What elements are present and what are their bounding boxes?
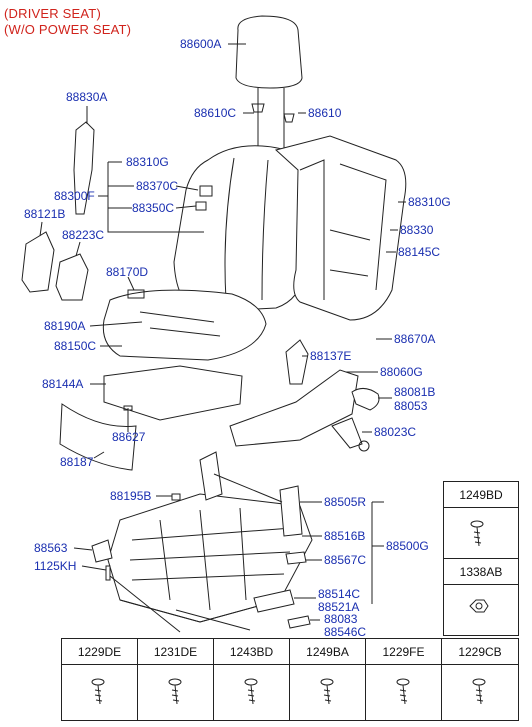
- part-label-88310G-left[interactable]: 88310G: [126, 155, 169, 169]
- part-label-88563[interactable]: 88563: [34, 541, 68, 555]
- part-label-88516B[interactable]: 88516B: [324, 529, 366, 543]
- cover-88187: [59, 403, 137, 471]
- part-label-88627[interactable]: 88627: [112, 430, 146, 444]
- fastener-code[interactable]: 1229DE: [77, 645, 122, 659]
- hinge-88137E: [285, 339, 309, 385]
- part-label-88145C[interactable]: 88145C: [398, 245, 441, 259]
- part-label-88514C[interactable]: 88514C: [318, 587, 361, 601]
- cell-divider: [62, 664, 137, 665]
- seatback-cushion: [173, 145, 311, 313]
- part-label-88505R[interactable]: 88505R: [324, 495, 367, 509]
- cell-divider: [444, 507, 518, 508]
- fastener-code[interactable]: 1338AB: [459, 565, 503, 579]
- part-label-88170D[interactable]: 88170D: [106, 265, 149, 279]
- screw-icon-1231DE: [168, 678, 182, 705]
- fastener-code[interactable]: 1249BD: [459, 488, 503, 502]
- part-label-88521A[interactable]: 88521A: [318, 600, 360, 614]
- diagram-title-line1: (DRIVER SEAT): [4, 6, 101, 21]
- part-label-88187[interactable]: 88187: [60, 455, 94, 469]
- part-label-88310G-right[interactable]: 88310G: [408, 195, 451, 209]
- cover-88083: [287, 615, 311, 629]
- part-label-88023C[interactable]: 88023C: [374, 425, 417, 439]
- fastener-code[interactable]: 1231DE: [153, 645, 198, 659]
- cell-divider: [366, 664, 441, 665]
- part-label-88670A[interactable]: 88670A: [394, 332, 436, 346]
- fastener-code[interactable]: 1243BD: [229, 645, 274, 659]
- switch-88170D: [127, 289, 145, 299]
- screw-icon-1229CB: [472, 678, 486, 705]
- part-label-88830A[interactable]: 88830A: [66, 90, 108, 104]
- part-label-88137E[interactable]: 88137E: [310, 349, 352, 363]
- part-label-88600A[interactable]: 88600A: [180, 37, 222, 51]
- lever-88023C: [331, 417, 363, 449]
- part-label-88370C[interactable]: 88370C: [136, 179, 179, 193]
- part-label-88610[interactable]: 88610: [308, 106, 342, 120]
- fastener-code[interactable]: 1249BA: [306, 645, 349, 659]
- fastener-cell-1229DE: 1229DE: [61, 638, 138, 721]
- fastener-cell-1338AB: 1338AB: [443, 558, 519, 636]
- cover-88223C: [55, 253, 89, 301]
- headrest-shape: [235, 15, 303, 89]
- part-label-88121B[interactable]: 88121B: [24, 207, 66, 221]
- part-label-88300F[interactable]: 88300F: [54, 189, 95, 203]
- guide-88610: [283, 113, 295, 123]
- fastener-cell-1229CB: 1229CB: [441, 638, 519, 721]
- part-label-1125KH[interactable]: 1125KH: [34, 559, 77, 573]
- part-label-88567C[interactable]: 88567C: [324, 553, 367, 567]
- cell-divider: [214, 664, 289, 665]
- diagram-title-line2: (W/O POWER SEAT): [4, 22, 132, 37]
- screw-icon-1243BD: [244, 678, 258, 705]
- guide-88610C: [251, 103, 265, 113]
- screw-icon-1229FE: [396, 678, 410, 705]
- lever-88370C: [199, 185, 213, 197]
- cover-88121B: [21, 231, 55, 293]
- cell-divider: [138, 664, 213, 665]
- screw-icon-1249BA: [320, 678, 334, 705]
- part-label-88500G[interactable]: 88500G: [386, 539, 429, 553]
- part-label-88081B[interactable]: 88081B: [394, 385, 436, 399]
- part-label-88610C[interactable]: 88610C: [194, 106, 237, 120]
- fastener-cell-1249BA: 1249BA: [289, 638, 366, 721]
- cover-88567C: [285, 551, 307, 565]
- knob-88081B: [351, 388, 380, 411]
- bolt-88195B: [171, 493, 181, 501]
- nut-icon-1338AB: [469, 599, 489, 613]
- part-label-88350C[interactable]: 88350C: [132, 201, 175, 215]
- fastener-cell-1249BD: 1249BD: [443, 481, 519, 559]
- part-label-88144A[interactable]: 88144A: [42, 377, 84, 391]
- part-label-88060G[interactable]: 88060G: [380, 365, 423, 379]
- recliner-88516B: [279, 485, 303, 537]
- part-label-88195B[interactable]: 88195B: [110, 489, 152, 503]
- cell-divider: [290, 664, 365, 665]
- part-label-88150C[interactable]: 88150C: [54, 339, 97, 353]
- cover-88563: [91, 539, 113, 563]
- screw-icon-1229DE: [91, 678, 105, 705]
- fastener-cell-1243BD: 1243BD: [213, 638, 290, 721]
- part-label-88546C[interactable]: 88546C: [324, 625, 367, 639]
- part-label-88083[interactable]: 88083: [324, 612, 358, 626]
- slider-88514C: [253, 589, 295, 613]
- fastener-code[interactable]: 1229FE: [382, 645, 425, 659]
- fastener-cell-1231DE: 1231DE: [137, 638, 214, 721]
- seat-cushion: [102, 289, 267, 361]
- part-label-88330[interactable]: 88330: [400, 223, 434, 237]
- cell-divider: [442, 664, 518, 665]
- pad-88144A: [103, 365, 243, 421]
- part-label-88190A[interactable]: 88190A: [44, 319, 86, 333]
- part-label-88223C[interactable]: 88223C: [62, 228, 105, 242]
- screw-icon-1249BD: [470, 520, 484, 547]
- part-label-88053[interactable]: 88053: [394, 399, 428, 413]
- bolt-1125KH: [105, 565, 111, 581]
- seatback-frame: [274, 135, 407, 321]
- cell-divider: [444, 584, 518, 585]
- fastener-code[interactable]: 1229CB: [458, 645, 502, 659]
- fastener-cell-1229FE: 1229FE: [365, 638, 442, 721]
- recliner-88505R: [199, 451, 223, 501]
